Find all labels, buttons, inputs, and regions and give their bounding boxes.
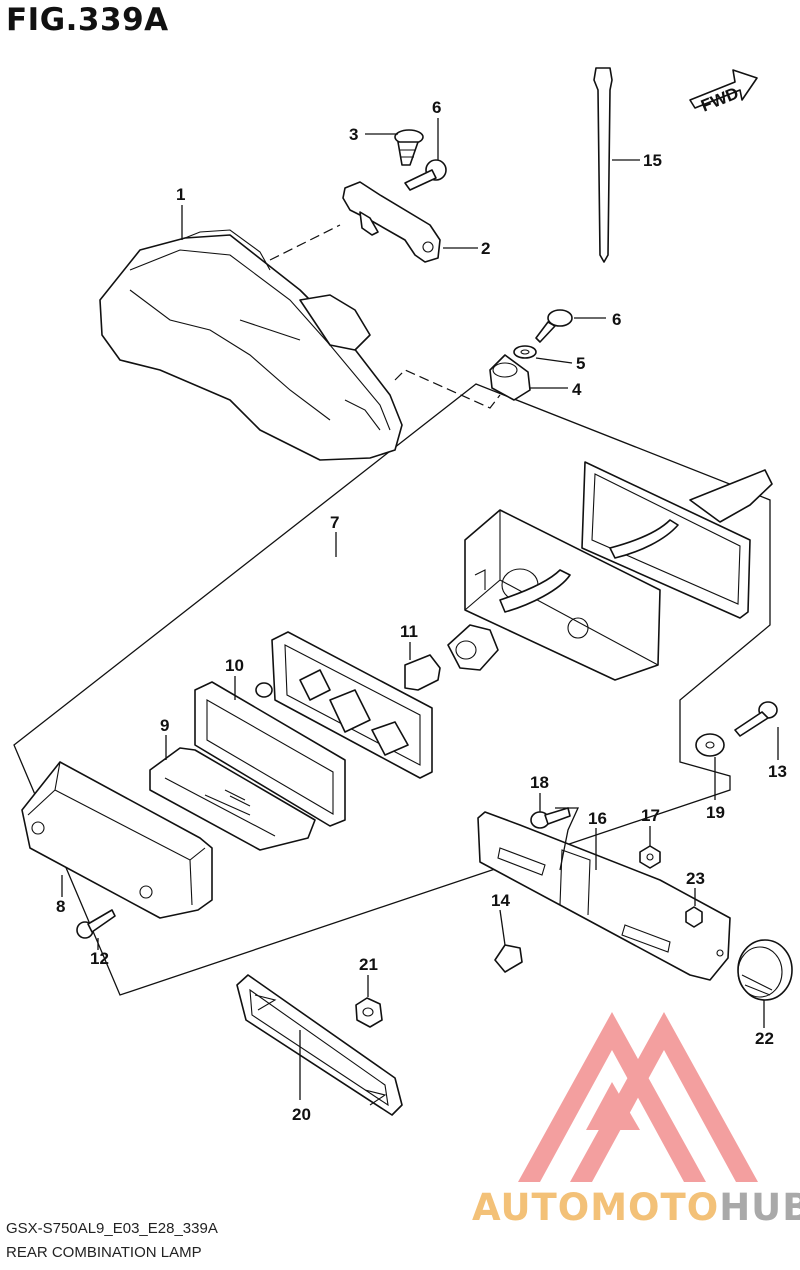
part-1-tail-lamp-housing [99, 229, 403, 461]
leader-lines [61, 118, 779, 1100]
callout-23: 23 [686, 869, 705, 888]
part-15-cable-tie [593, 67, 613, 263]
part-2-bracket [342, 181, 441, 263]
part-8-outer-lens [21, 761, 213, 919]
assembly-line-upper [269, 224, 341, 261]
callout-2: 2 [481, 239, 490, 258]
part-13-bolt [734, 701, 778, 737]
callout-18: 18 [530, 773, 549, 792]
watermark-text-secondary: HUB [719, 1186, 800, 1229]
callout-8: 8 [56, 897, 65, 916]
part-4-grommet [489, 354, 531, 401]
part-10-gasket [194, 681, 346, 827]
part-17-nut [639, 845, 661, 869]
figure-title: FIG.339A [6, 2, 169, 38]
callout-22: 22 [755, 1029, 774, 1048]
callout-10: 10 [225, 656, 244, 675]
part-6-screw-upper [404, 159, 447, 191]
watermark-logo [518, 1012, 758, 1182]
part-12-screw [76, 909, 116, 939]
callout-1: 1 [176, 185, 185, 204]
part-21-nut [355, 997, 383, 1028]
part-7-rear-gasket [581, 461, 773, 619]
callout-5: 5 [576, 354, 585, 373]
callout-7: 7 [330, 513, 339, 532]
callout-4: 4 [572, 380, 582, 399]
watermark-text: AUTOMOTOHUB [472, 1186, 800, 1229]
callout-6-lower: 6 [612, 310, 621, 329]
part-20-reflector [236, 974, 403, 1116]
part-5-washer [513, 345, 537, 359]
callout-13: 13 [768, 762, 787, 781]
part-23-nut [685, 906, 703, 928]
callout-6-upper: 6 [432, 98, 441, 117]
callout-9: 9 [160, 716, 169, 735]
part-6-screw-lower [535, 309, 573, 343]
assembly-line-grommet [394, 369, 501, 409]
part-7-lamp-housing [464, 509, 679, 681]
callout-17: 17 [641, 806, 660, 825]
fwd-arrow-icon: FWD [689, 69, 758, 116]
watermark-text-primary: AUTOMOTO [472, 1186, 720, 1229]
callout-20: 20 [292, 1105, 311, 1124]
part-18-bolt [530, 807, 571, 829]
callout-16: 16 [588, 809, 607, 828]
part-11-bulb-socket [404, 624, 499, 691]
model-code: GSX-S750AL9_E03_E28_339A [6, 1220, 218, 1237]
callout-15: 15 [643, 151, 662, 170]
callout-19: 19 [706, 803, 725, 822]
part-14-clip [494, 944, 523, 973]
part-22-round-reflector [737, 939, 793, 1001]
part-3-screw [394, 129, 424, 166]
part-19-washer [695, 733, 725, 757]
part-9-reflector-plate [149, 747, 316, 851]
figure-caption: REAR COMBINATION LAMP [6, 1244, 202, 1261]
part-16-license-bracket [477, 811, 731, 981]
callout-14: 14 [491, 891, 510, 910]
callout-12: 12 [90, 949, 109, 968]
assembly-boundary-7 [13, 383, 771, 996]
fwd-label: FWD [698, 84, 741, 116]
callout-11: 11 [400, 622, 418, 641]
part-10-lamp-base [255, 631, 433, 779]
callout-21: 21 [359, 955, 378, 974]
callout-3: 3 [349, 125, 358, 144]
